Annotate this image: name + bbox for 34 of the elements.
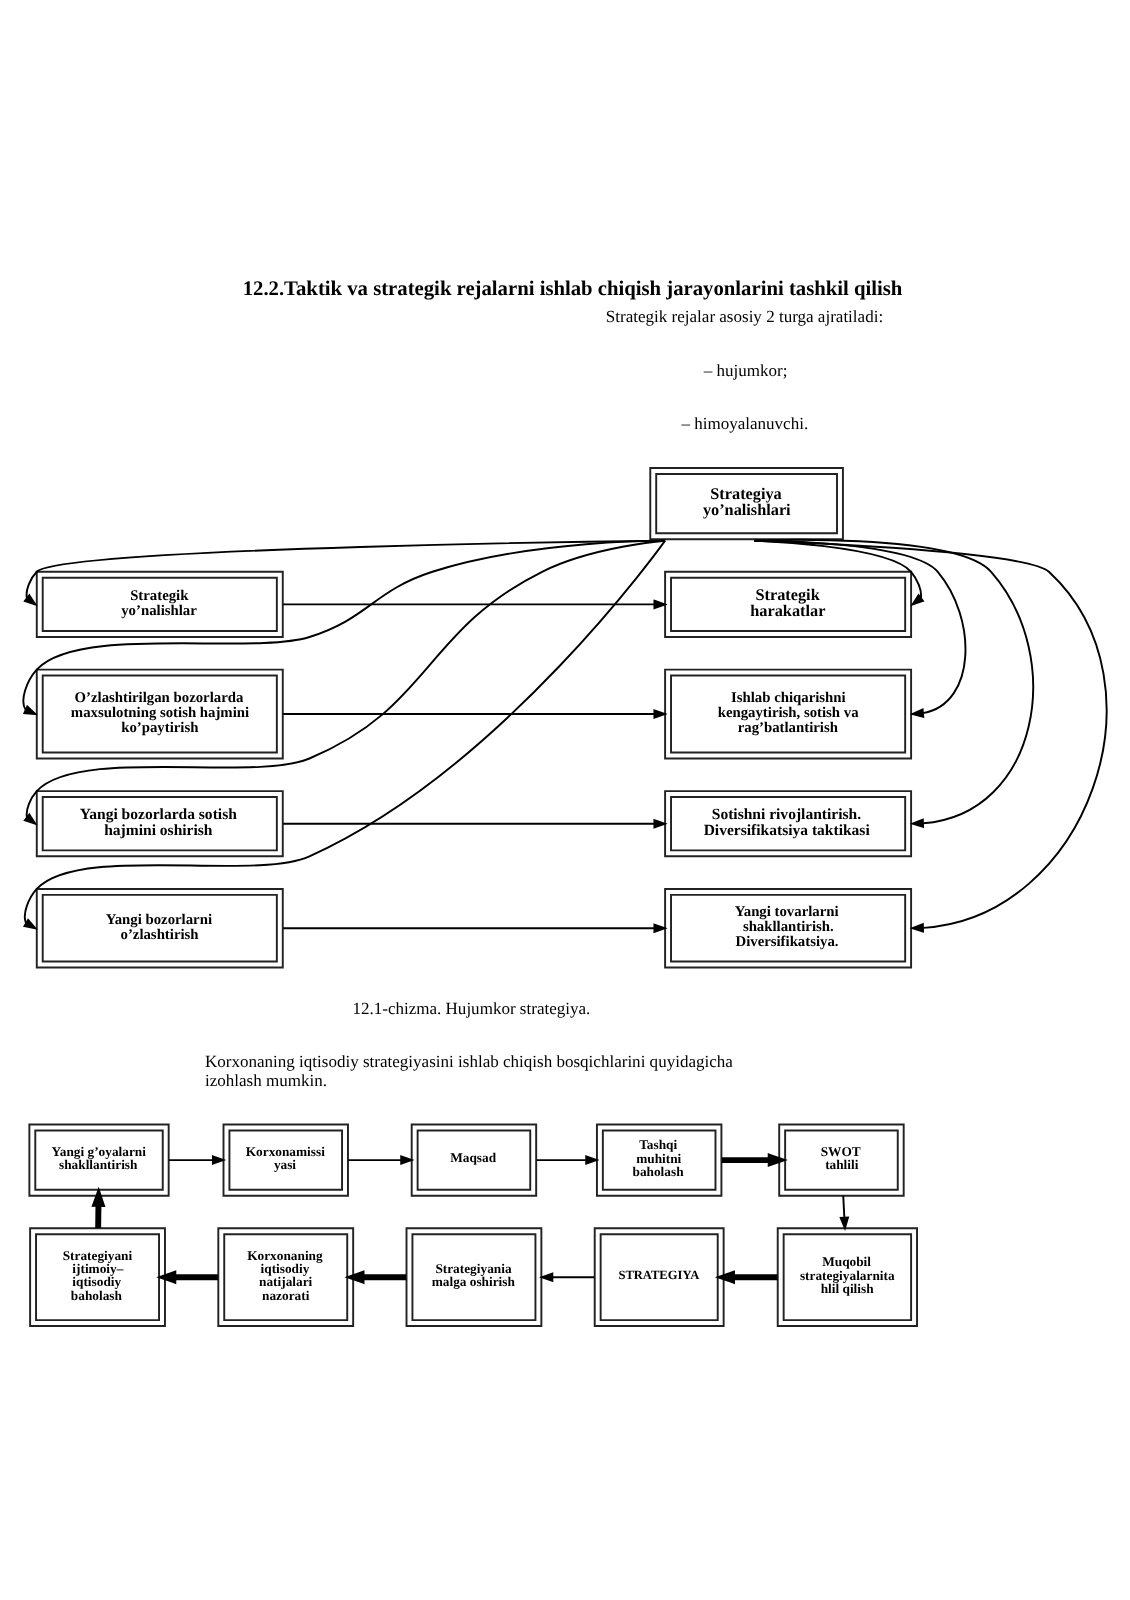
arrow xyxy=(23,539,667,826)
arrow xyxy=(156,1270,218,1285)
arrow xyxy=(347,1155,415,1166)
arrow xyxy=(282,709,668,720)
diagram-title: 12.2.Taktik va strategik rejalarni ishlab chiqish jarayonlarini tashkil qilish xyxy=(242,278,903,301)
node-box: Sotishni rivojlantirish. Diversifikatsiya taktikasi xyxy=(664,790,913,858)
node-box: Yangi tovarlarni shakllantirish. Diversifikatsiya. xyxy=(664,887,913,969)
label: Strategik rejalar asosiy 2 turga ajratiladi: xyxy=(605,306,884,327)
node-box: O’zlashtirilgan bozorlarda maxsulotning sotish hajmini ko’paytirish xyxy=(35,668,284,760)
node-box: Strategik yo’nalishlar xyxy=(35,570,284,638)
node-box: Ishlab chiqarishni kengaytirish, sotish va rag’batlantirish xyxy=(664,668,913,760)
node-box: Yangi bozorlarda sotish hajmini oshirish xyxy=(35,790,284,858)
arrow xyxy=(168,1155,227,1166)
arrow xyxy=(91,1186,106,1228)
label: – hujumkor; xyxy=(703,359,788,380)
node-box: Strategik harakatlar xyxy=(664,570,913,638)
arrow xyxy=(839,1194,850,1231)
arrow xyxy=(22,539,667,930)
arrow xyxy=(282,923,668,934)
label: Korxonaning iqtisodiy strategiyasini ishlab chiqish bosqichlarini quyidagicha izohlash mumkin. xyxy=(204,1051,733,1091)
arrow xyxy=(714,1270,778,1285)
arrow xyxy=(753,538,1034,829)
arrow xyxy=(539,1272,596,1283)
arrow xyxy=(753,539,1108,933)
arrow xyxy=(344,1270,407,1285)
label: – himoyalanuvchi. xyxy=(681,413,809,434)
caption: 12.1-chizma. Hujumkor strategiya. xyxy=(352,998,591,1019)
arrow xyxy=(721,1153,788,1168)
arrow xyxy=(22,539,667,716)
node-box: Yangi bozorlarni o’zlashtirish xyxy=(35,887,284,969)
arrow xyxy=(535,1155,600,1166)
arrow xyxy=(282,599,668,610)
node-box: Strategiya yo’nalishlari xyxy=(649,467,844,541)
arrow xyxy=(282,818,668,829)
